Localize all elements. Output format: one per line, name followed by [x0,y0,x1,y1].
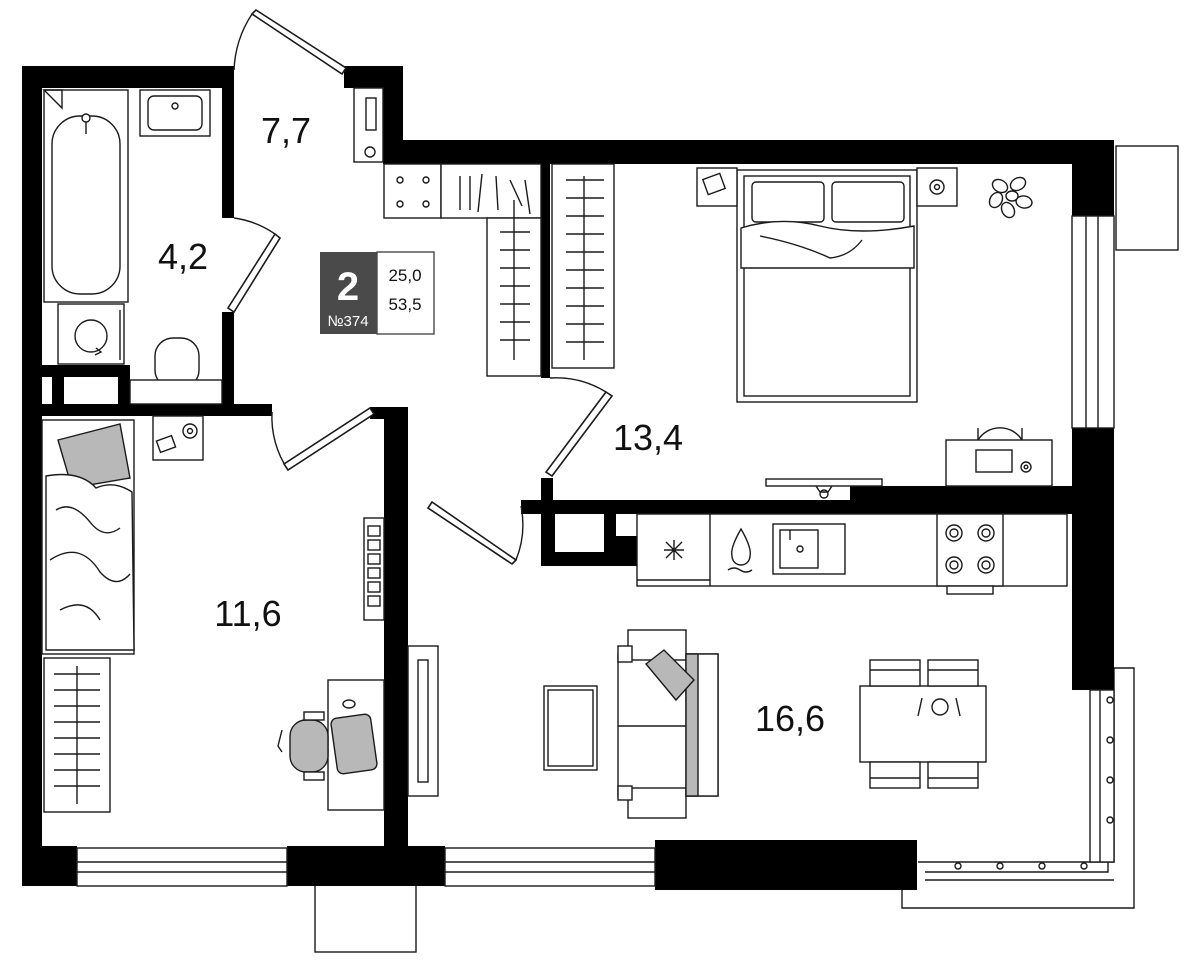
hall-area-label: 7,7 [261,110,311,151]
bathroom-fixtures [42,89,223,405]
room-count: 2 [337,265,359,309]
total-area: 53,5 [388,295,421,314]
room-labels: 7,7 4,2 13,4 11,6 16,6 [158,110,825,739]
living-kitchen-area-label: 16,6 [755,698,825,739]
bedroom-area-label: 13,4 [613,417,683,458]
kids-room-area-label: 11,6 [214,593,281,634]
walls [22,66,1114,890]
badge-box [320,252,377,334]
apartment-number: №374 [327,313,368,330]
living-area: 25,0 [388,266,421,285]
kitchen-living-fixtures [407,513,1114,870]
kids-room-fixtures [41,415,385,813]
bedroom-fixtures [551,163,1053,499]
plant-icon [988,176,1033,219]
hall-fixtures [353,87,542,377]
windows [76,215,1115,887]
bathroom-area-label: 4,2 [158,236,208,277]
doors [226,8,614,566]
balcony-outlines [314,145,1179,953]
apartment-badge: 2 №374 25,0 53,5 [320,251,435,335]
area-box [376,251,435,335]
